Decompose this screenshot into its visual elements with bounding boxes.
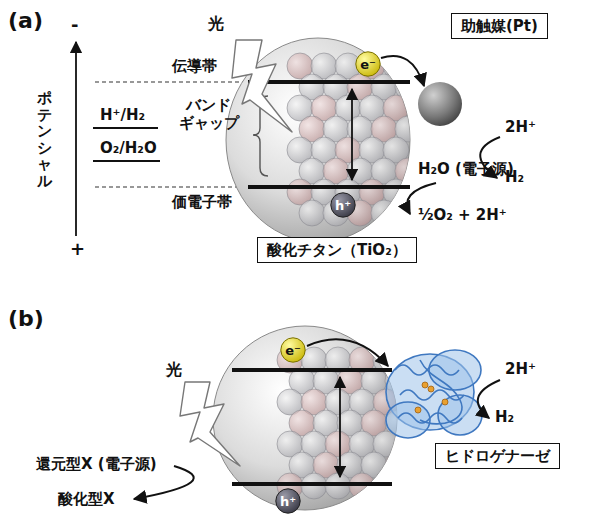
box-text: 助触媒(Pt) xyxy=(461,17,538,35)
circle-outline xyxy=(356,52,380,76)
electron-arrow xyxy=(381,56,424,86)
label-box: 酸化チタン（TiO₂） xyxy=(257,237,417,263)
conduction-band xyxy=(248,80,410,84)
label-box: ヒドロゲナーゼ xyxy=(435,443,560,469)
conduction-band xyxy=(232,368,392,372)
particle xyxy=(226,38,410,242)
charge-symbol: h⁺ xyxy=(275,488,301,514)
axis-sign: - xyxy=(71,14,78,36)
pt-particle xyxy=(418,82,462,126)
panel-label: (b) xyxy=(8,306,44,332)
chem-label: H₂O (電子源) xyxy=(418,160,514,178)
guide-line xyxy=(95,81,250,82)
charge-symbol: e⁻ xyxy=(280,337,306,363)
panel-label: (a) xyxy=(8,8,43,34)
protein xyxy=(386,350,482,438)
guide-line xyxy=(95,186,250,187)
chem-label: 2H⁺ xyxy=(505,118,536,136)
chem-label: 還元型X (電子源) xyxy=(36,455,157,473)
electron-arrow xyxy=(307,339,388,366)
valence-band xyxy=(248,185,410,189)
circle-outline xyxy=(276,489,300,513)
band-label: 伝導帯 xyxy=(172,57,217,75)
lattice xyxy=(287,53,421,226)
light-label: 光 xyxy=(208,14,224,33)
redox-label: H⁺/H₂ xyxy=(100,106,145,124)
redox-level xyxy=(93,160,160,162)
label-box: 助触媒(Pt) xyxy=(451,13,548,39)
chem-label: H₂ xyxy=(495,408,514,426)
light-bolt xyxy=(232,40,292,132)
gap-arrow xyxy=(351,89,353,180)
box-text: ヒドロゲナーゼ xyxy=(445,447,550,465)
redox-label: O₂/H₂O xyxy=(100,139,157,157)
particle xyxy=(213,326,397,510)
axis-sign: + xyxy=(70,238,85,260)
charge-symbol: e⁻ xyxy=(355,51,381,77)
circle-outline xyxy=(281,338,305,362)
atom xyxy=(299,200,325,226)
light-label: 光 xyxy=(166,360,182,379)
circle-outline xyxy=(331,193,355,217)
axis-title: ポテンシャル xyxy=(37,90,52,189)
hole: h⁺ xyxy=(330,192,356,218)
atom xyxy=(371,200,397,226)
charge-symbol: h⁺ xyxy=(330,192,356,218)
electron: e⁻ xyxy=(355,51,381,77)
redox-level xyxy=(93,127,158,129)
metal-cluster xyxy=(415,382,448,413)
chem-label: 酸化型X xyxy=(58,490,115,508)
valence-band xyxy=(232,482,392,486)
gap-arrow xyxy=(339,377,341,477)
potential-axis xyxy=(75,42,77,236)
atom xyxy=(385,452,411,478)
chem-label: ½O₂ + 2H⁺ xyxy=(418,206,507,224)
light-bolt xyxy=(180,382,240,466)
band-label: 価電子帯 xyxy=(172,193,232,211)
band-label: バンド ギャップ xyxy=(174,96,243,132)
box-text: 酸化チタン（TiO₂） xyxy=(267,241,407,259)
electron: e⁻ xyxy=(280,337,306,363)
chem-label: 2H⁺ xyxy=(505,360,536,378)
hole: h⁺ xyxy=(275,488,301,514)
